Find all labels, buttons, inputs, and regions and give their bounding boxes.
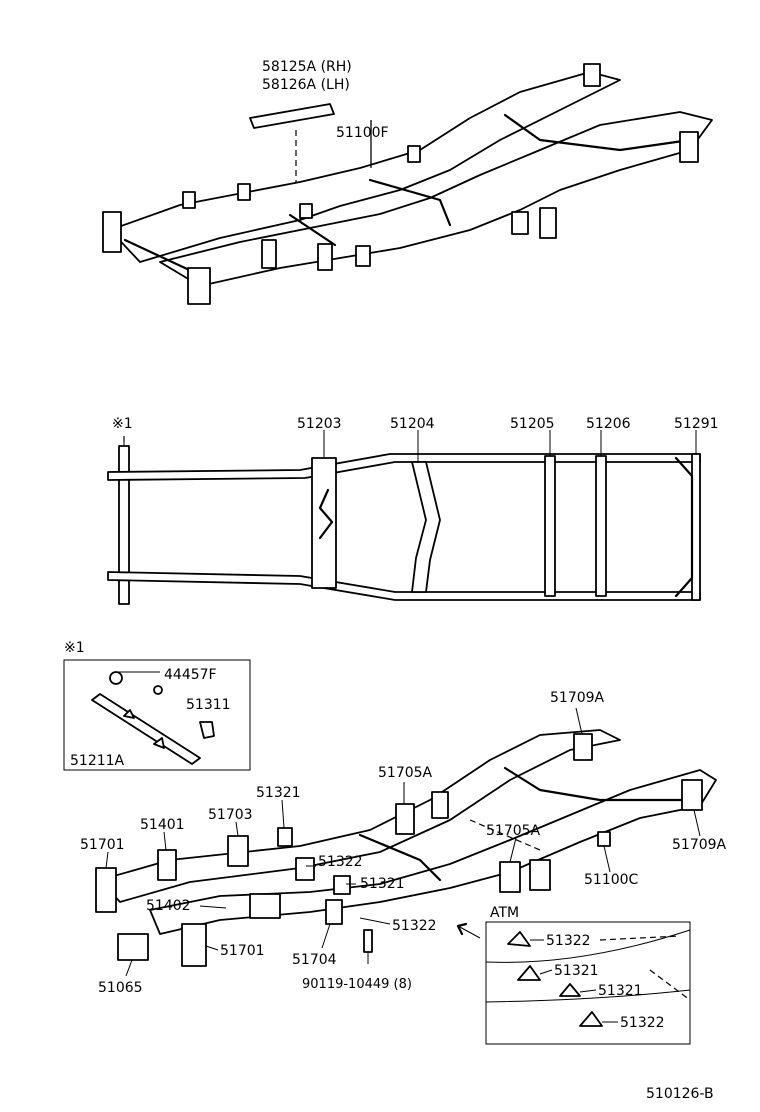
part-51321-top: 51321	[256, 785, 301, 801]
part-51705A-top: 51705A	[378, 765, 433, 781]
atm-box	[485, 921, 691, 1045]
atm-part-51322-bottom: 51322	[620, 1015, 665, 1031]
part-51291: 51291	[674, 416, 719, 432]
atm-part-51321-b: 51321	[598, 983, 643, 999]
atm-part-51321-a: 51321	[554, 963, 599, 979]
diagram-reference-number: 510126-B	[646, 1086, 714, 1102]
atm-title: ATM	[490, 905, 519, 921]
part-51402: 51402	[146, 898, 191, 914]
part-51401: 51401	[140, 817, 185, 833]
part-51704: 51704	[292, 952, 337, 968]
plan-view-illustration	[107, 430, 701, 605]
part-51701-left: 51701	[80, 837, 125, 853]
part-51065: 51065	[98, 980, 143, 996]
part-51709A-top: 51709A	[550, 690, 605, 706]
part-51203: 51203	[297, 416, 342, 432]
part-51211A: 51211A	[70, 753, 125, 769]
atm-illustration	[485, 929, 691, 1027]
part-44457F: 44457F	[164, 667, 217, 683]
part-90119-10449: 90119-10449 (8)	[302, 977, 412, 992]
part-51709A-right: 51709A	[672, 837, 727, 853]
part-51705A-right: 51705A	[486, 823, 541, 839]
part-51703: 51703	[208, 807, 253, 823]
inset-illustration	[91, 671, 215, 765]
part-51701-low: 51701	[220, 943, 265, 959]
part-51205: 51205	[510, 416, 555, 432]
inset-box	[63, 659, 251, 771]
part-51204: 51204	[390, 416, 435, 432]
part-51100C: 51100C	[584, 872, 639, 888]
atm-part-51322-top: 51322	[546, 933, 591, 949]
part-51100F: 51100F	[336, 125, 389, 141]
part-51206: 51206	[586, 416, 631, 432]
bottom-frame-illustration	[95, 707, 717, 977]
part-58126A-lh: 58126A (LH)	[262, 77, 350, 93]
part-51311: 51311	[186, 697, 231, 713]
plan-marker-1: ※1	[112, 416, 133, 432]
part-51322-mid: 51322	[318, 854, 363, 870]
part-51321-mid: 51321	[360, 876, 405, 892]
inset-marker: ※1	[64, 640, 85, 656]
part-51322-low: 51322	[392, 918, 437, 934]
top-frame-illustration	[102, 63, 713, 305]
part-58125A-rh: 58125A (RH)	[262, 59, 352, 75]
